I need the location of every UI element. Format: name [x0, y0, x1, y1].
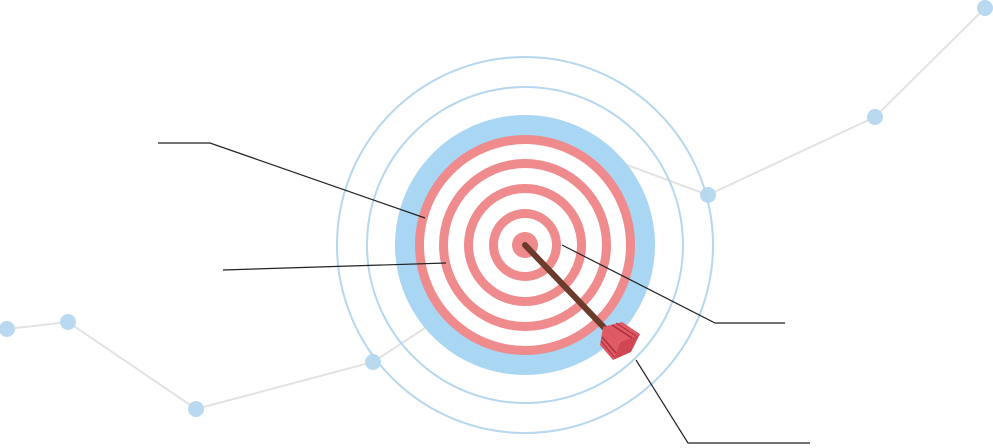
callout-left-upper: [158, 142, 426, 219]
network-graph: [0, 0, 993, 417]
network-node: [365, 354, 381, 370]
network-node: [60, 314, 76, 330]
callout-right-lower: [635, 359, 810, 444]
callout-left-lower: [222, 262, 447, 271]
outer-ring-1: [336, 56, 714, 434]
network-line-left: [6, 320, 426, 411]
arrow-fletching: [600, 322, 640, 360]
callout-lines: [158, 142, 810, 444]
arrow-icon: [522, 242, 640, 360]
network-node: [188, 401, 204, 417]
network-node: [977, 0, 993, 16]
network-node: [0, 321, 15, 337]
outer-ring-2: [366, 86, 684, 404]
network-node: [700, 187, 716, 203]
arrow-shaft: [522, 242, 619, 343]
network-line-right: [599, 7, 986, 197]
network-node: [867, 109, 883, 125]
callout-right-upper: [561, 244, 785, 324]
